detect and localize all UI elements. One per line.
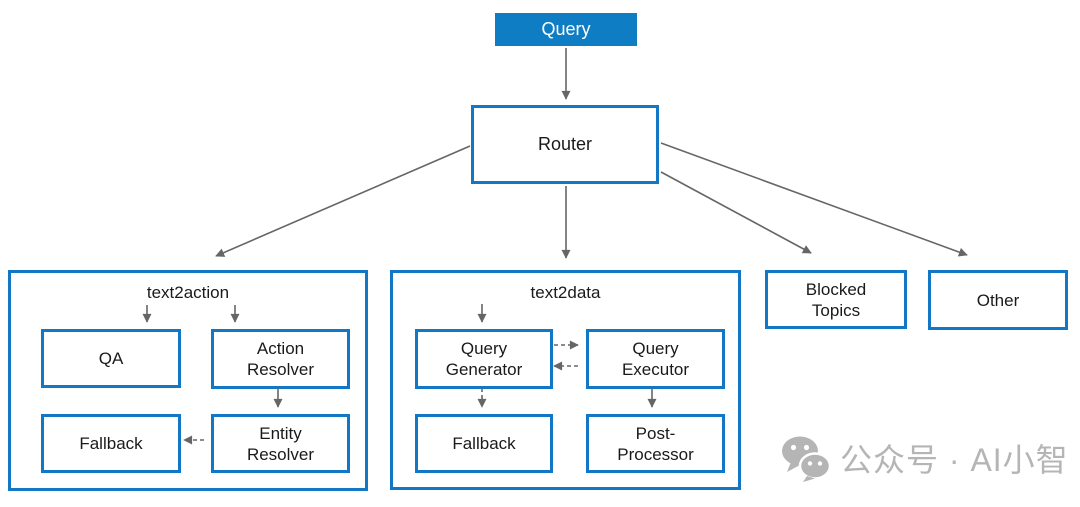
- arrow-router-to-blocked-topics: [660, 171, 812, 254]
- node-action-resolver: Action Resolver: [211, 329, 350, 389]
- arrow-router-to-other: [660, 142, 968, 257]
- node-query-executor-label: Query Executor: [621, 339, 690, 379]
- node-post-processor-label: Post-Processor: [617, 423, 694, 464]
- watermark: 公众号 · AI小智: [781, 434, 1069, 482]
- query-node: Query: [495, 13, 637, 46]
- watermark-text: 公众号 · AI小智: [840, 442, 1069, 478]
- group-text2data: text2data Query Generator Query Executor…: [390, 270, 741, 490]
- group-title-text2action: text2action: [146, 283, 230, 302]
- query-label: Query: [541, 19, 591, 39]
- node-query-generator: Query Generator: [415, 329, 553, 389]
- node-fallback-text2action: Fallback: [41, 414, 181, 473]
- wechat-icon: [781, 434, 831, 482]
- node-query-generator-label: Query Generator: [445, 339, 523, 379]
- node-other: Other: [928, 270, 1068, 330]
- node-blocked-topics: Blocked Topics: [765, 270, 907, 329]
- node-other-label: Other: [976, 290, 1020, 310]
- router-label: Router: [537, 134, 593, 154]
- group-title-text2data: text2data: [530, 283, 601, 302]
- node-blocked-topics-label: Blocked Topics: [805, 279, 867, 320]
- group-text2action: text2action QA Action Resolver Fallback …: [8, 270, 368, 491]
- node-qa-label: QA: [98, 349, 124, 368]
- node-qa: QA: [41, 329, 181, 388]
- node-post-processor: Post-Processor: [586, 414, 725, 473]
- node-entity-resolver: Entity Resolver: [211, 414, 350, 473]
- node-fallback-text2data-label: Fallback: [452, 434, 516, 453]
- node-fallback-text2action-label: Fallback: [79, 434, 143, 453]
- node-fallback-text2data: Fallback: [415, 414, 553, 473]
- node-entity-resolver-label: Entity Resolver: [246, 423, 315, 464]
- arrow-router-to-text2action: [215, 145, 471, 257]
- node-action-resolver-label: Action Resolver: [246, 339, 315, 379]
- router-node: Router: [471, 105, 659, 184]
- node-query-executor: Query Executor: [586, 329, 725, 389]
